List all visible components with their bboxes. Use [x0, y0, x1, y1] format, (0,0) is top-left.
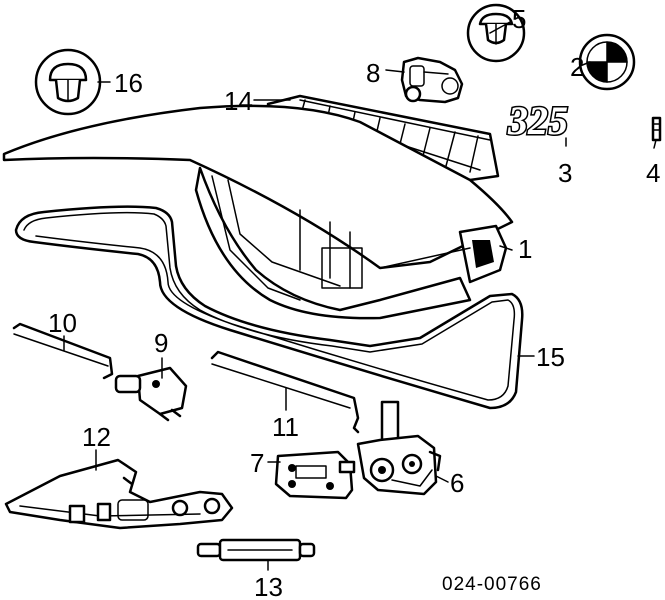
- part-11-rod: [210, 350, 360, 434]
- callout-10: 10: [48, 308, 77, 338]
- reference-number: 024-00766: [442, 574, 542, 595]
- callout-2: 2: [570, 52, 584, 82]
- leader-5: [489, 21, 511, 34]
- callout-14: 14: [224, 86, 253, 116]
- part-7-latch-cover: [274, 450, 356, 500]
- callout-12: 12: [82, 422, 111, 452]
- leader-4: [653, 139, 657, 149]
- callout-15: 15: [536, 342, 565, 372]
- callout-4: 4: [646, 158, 660, 188]
- part-4-badge-clip: [651, 116, 662, 142]
- callout-5: 5: [512, 4, 526, 34]
- badge-lettering: 325: [507, 98, 568, 143]
- leader-lines: [63, 21, 657, 571]
- callout-16: 16: [114, 68, 143, 98]
- callout-13: 13: [254, 572, 283, 600]
- part-6-latch: [356, 400, 442, 496]
- leader-1: [499, 245, 513, 251]
- callout-7: 7: [250, 448, 264, 478]
- part-9-switch: [114, 366, 188, 422]
- part-3-model-badge: 325: [506, 97, 570, 145]
- part-16-push-clip: [34, 48, 102, 116]
- leader-6: [435, 475, 449, 483]
- callout-11: 11: [272, 412, 299, 442]
- callout-6: 6: [450, 468, 464, 498]
- part-10-rod: [12, 322, 114, 380]
- part-13-gas-strut: [196, 538, 316, 562]
- part-5-push-clip: [466, 3, 526, 63]
- callouts: 5 2 16 8 14 3 4 1 15 10 9 11 7 6 12 13: [48, 4, 660, 600]
- callout-8: 8: [366, 58, 380, 88]
- part-8-lock-cylinder: [400, 56, 464, 104]
- leader-2: [579, 61, 591, 67]
- part-1-trunk-lid: [2, 104, 514, 320]
- part-15-seal: [14, 205, 524, 410]
- callout-9: 9: [154, 328, 168, 358]
- part-2-emblem: [578, 33, 636, 91]
- leader-8: [385, 69, 405, 73]
- part-12-hinge: [4, 458, 234, 530]
- callout-1: 1: [518, 234, 532, 264]
- callout-3: 3: [558, 158, 572, 188]
